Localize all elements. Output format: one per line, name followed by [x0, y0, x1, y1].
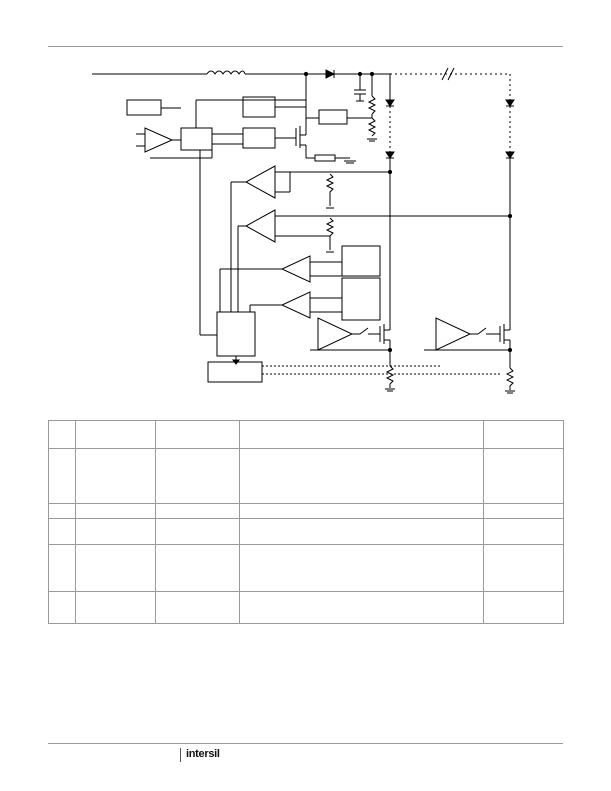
table-cell	[239, 518, 484, 545]
boost-diode	[325, 69, 336, 79]
led-2a	[505, 99, 515, 107]
ovp-divider	[325, 173, 335, 206]
table-cell	[75, 503, 156, 519]
table-row	[48, 448, 564, 504]
table-row	[48, 503, 564, 519]
pin-description-table	[48, 420, 564, 624]
table-cell	[155, 503, 240, 519]
table-cell	[48, 503, 76, 519]
table-header-row	[48, 420, 564, 449]
block-diagram-schematic	[92, 67, 515, 394]
led-2b	[505, 151, 515, 159]
table-cell	[75, 448, 156, 504]
table-cell	[48, 591, 76, 624]
error-amp	[144, 127, 174, 153]
control-logic-block	[216, 311, 256, 357]
table-cell	[75, 591, 156, 624]
table-cell	[48, 448, 76, 504]
channel-driver-1	[317, 317, 354, 351]
table-header-cell	[483, 420, 564, 449]
ovp-comparator	[244, 165, 276, 199]
table-header-cell	[48, 420, 76, 449]
table-row	[48, 518, 564, 545]
lvd-divider	[325, 217, 335, 250]
intersil-logo: intersil	[186, 748, 220, 760]
table-cell	[48, 518, 76, 545]
footer-divider	[180, 748, 181, 762]
table-header-cell	[239, 420, 484, 449]
table-cell	[239, 448, 484, 504]
table-cell	[75, 544, 156, 592]
table-cell	[155, 518, 240, 545]
output-status-block	[207, 361, 263, 383]
table-header-cell	[75, 420, 156, 449]
table-cell	[239, 591, 484, 624]
led-1a	[385, 99, 395, 107]
table-cell	[155, 544, 240, 592]
current-control-amp-2	[280, 291, 311, 319]
ground-resistor-1	[385, 365, 395, 388]
slope-comp-block	[242, 127, 276, 149]
table-row	[48, 544, 564, 592]
table-cell	[483, 544, 564, 592]
sense-resistor	[314, 154, 336, 162]
lvd-comparator	[244, 209, 276, 243]
table-cell	[483, 503, 564, 519]
table-cell	[155, 448, 240, 504]
table-row	[48, 591, 564, 624]
pwm-logic-block	[180, 127, 213, 151]
feedback-resistor-bottom	[367, 117, 377, 137]
feedback-resistor-top	[367, 95, 377, 115]
table-cell	[483, 448, 564, 504]
current-sense-block	[318, 109, 348, 125]
table-cell	[155, 591, 240, 624]
table-cell	[239, 544, 484, 592]
header-rule	[48, 46, 563, 47]
ground-resistor-2	[505, 367, 515, 390]
table-cell	[239, 503, 484, 519]
fault-block	[126, 99, 162, 116]
table-cell	[75, 518, 156, 545]
footer-rule	[48, 743, 563, 744]
dac-block-1	[341, 245, 381, 277]
table-cell	[483, 518, 564, 545]
table-header-cell	[155, 420, 240, 449]
table-cell	[48, 544, 76, 592]
current-control-amp-1	[280, 255, 311, 283]
channel-driver-2	[435, 317, 472, 351]
dac-block-2	[341, 277, 381, 321]
table-cell	[483, 591, 564, 624]
led-1b	[385, 151, 395, 159]
inductor-symbol	[206, 70, 246, 75]
